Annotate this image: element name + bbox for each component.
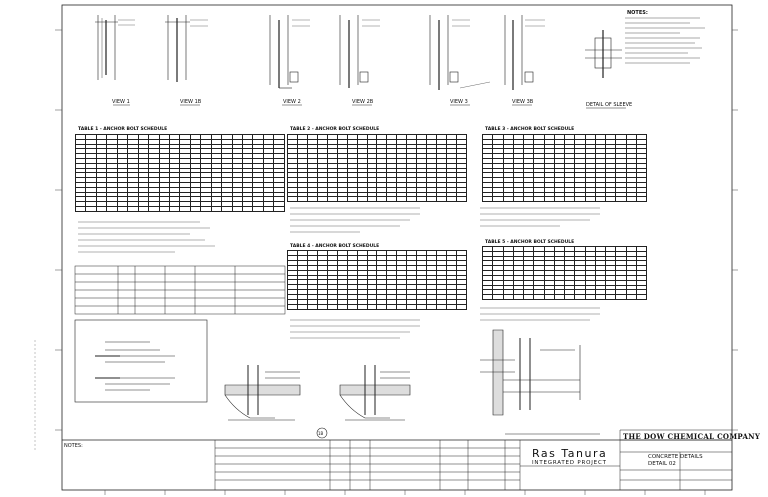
revision-marker: 1B <box>318 431 324 436</box>
table-4-title: TABLE 4 - ANCHOR BOLT SCHEDULE <box>290 244 380 249</box>
view-label-3: VIEW 3 <box>450 99 468 105</box>
view-label-3b: VIEW 3B <box>512 99 534 105</box>
view-label-1: VIEW 1 <box>112 99 130 105</box>
view-label-2b: VIEW 2B <box>352 99 374 105</box>
table-5-title: TABLE 5 - ANCHOR BOLT SCHEDULE <box>485 240 575 245</box>
anchor-bolt-table-1 <box>74 134 285 212</box>
anchor-bolt-table-3 <box>481 134 648 203</box>
table-3-title: TABLE 3 - ANCHOR BOLT SCHEDULE <box>485 127 575 132</box>
general-notes-label: NOTES: <box>64 443 83 449</box>
anchor-bolt-table-4 <box>287 250 468 311</box>
table-1-title: TABLE 1 - ANCHOR BOLT SCHEDULE <box>78 127 168 132</box>
drawing-title-line-1: CONCRETE DETAILS <box>648 454 703 460</box>
project-name: Ras Tanura <box>532 447 608 460</box>
project-subtitle: INTEGRATED PROJECT <box>532 460 607 466</box>
notes-heading: NOTES: <box>627 10 648 16</box>
table-2-title: TABLE 2 - ANCHOR BOLT SCHEDULE <box>290 127 380 132</box>
anchor-bolt-table-5 <box>481 246 648 300</box>
view-label-2: VIEW 2 <box>283 99 301 105</box>
company-name: THE DOW CHEMICAL COMPANY <box>623 432 761 441</box>
view-label-1b: VIEW 1B <box>180 99 202 105</box>
drawing-title-line-2: DETAIL 02 <box>648 461 676 467</box>
detail-sleeve-label: DETAIL OF SLEEVE <box>586 102 633 108</box>
anchor-bolt-table-2 <box>287 134 468 203</box>
